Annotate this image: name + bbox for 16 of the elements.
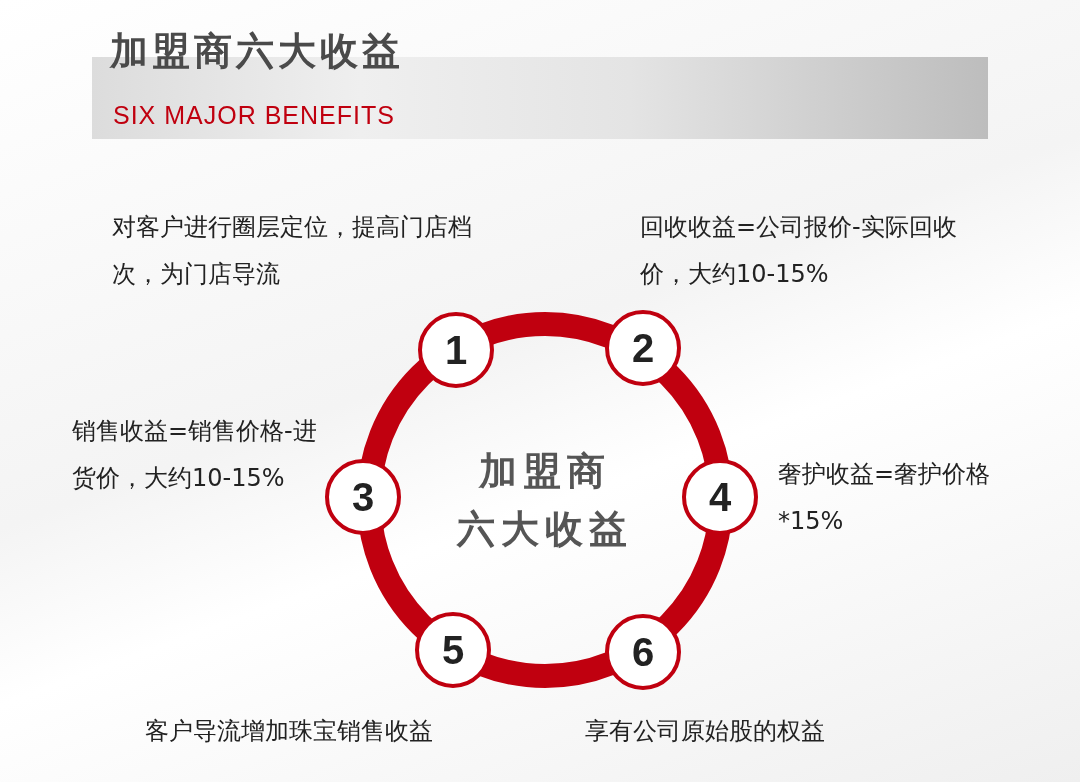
number-circle: 6	[605, 614, 681, 690]
number-circle: 1	[418, 312, 494, 388]
benefit-text: 回收收益=公司报价-实际回收价，大约10-15%	[640, 212, 958, 290]
benefit-text: 对客户进行圈层定位，提高门店档次，为门店导流	[112, 212, 473, 290]
center-title: 六大收益	[457, 506, 633, 553]
benefit-text: 销售收益=销售价格-进货价，大约10-15%	[72, 416, 318, 494]
benefit-text: 享有公司原始股的权益	[585, 716, 826, 747]
subtitle: SIX MAJOR BENEFITS	[113, 101, 395, 130]
center-title: 加盟商	[479, 448, 611, 495]
number-circle: 4	[682, 459, 758, 535]
number-circle: 2	[605, 310, 681, 386]
number-circle: 3	[325, 459, 401, 535]
title: 加盟商六大收益	[110, 28, 404, 75]
benefit-text: 奢护收益=奢护价格*15%	[778, 459, 992, 537]
number-circle: 5	[415, 612, 491, 688]
benefit-text: 客户导流增加珠宝销售收益	[145, 716, 434, 747]
